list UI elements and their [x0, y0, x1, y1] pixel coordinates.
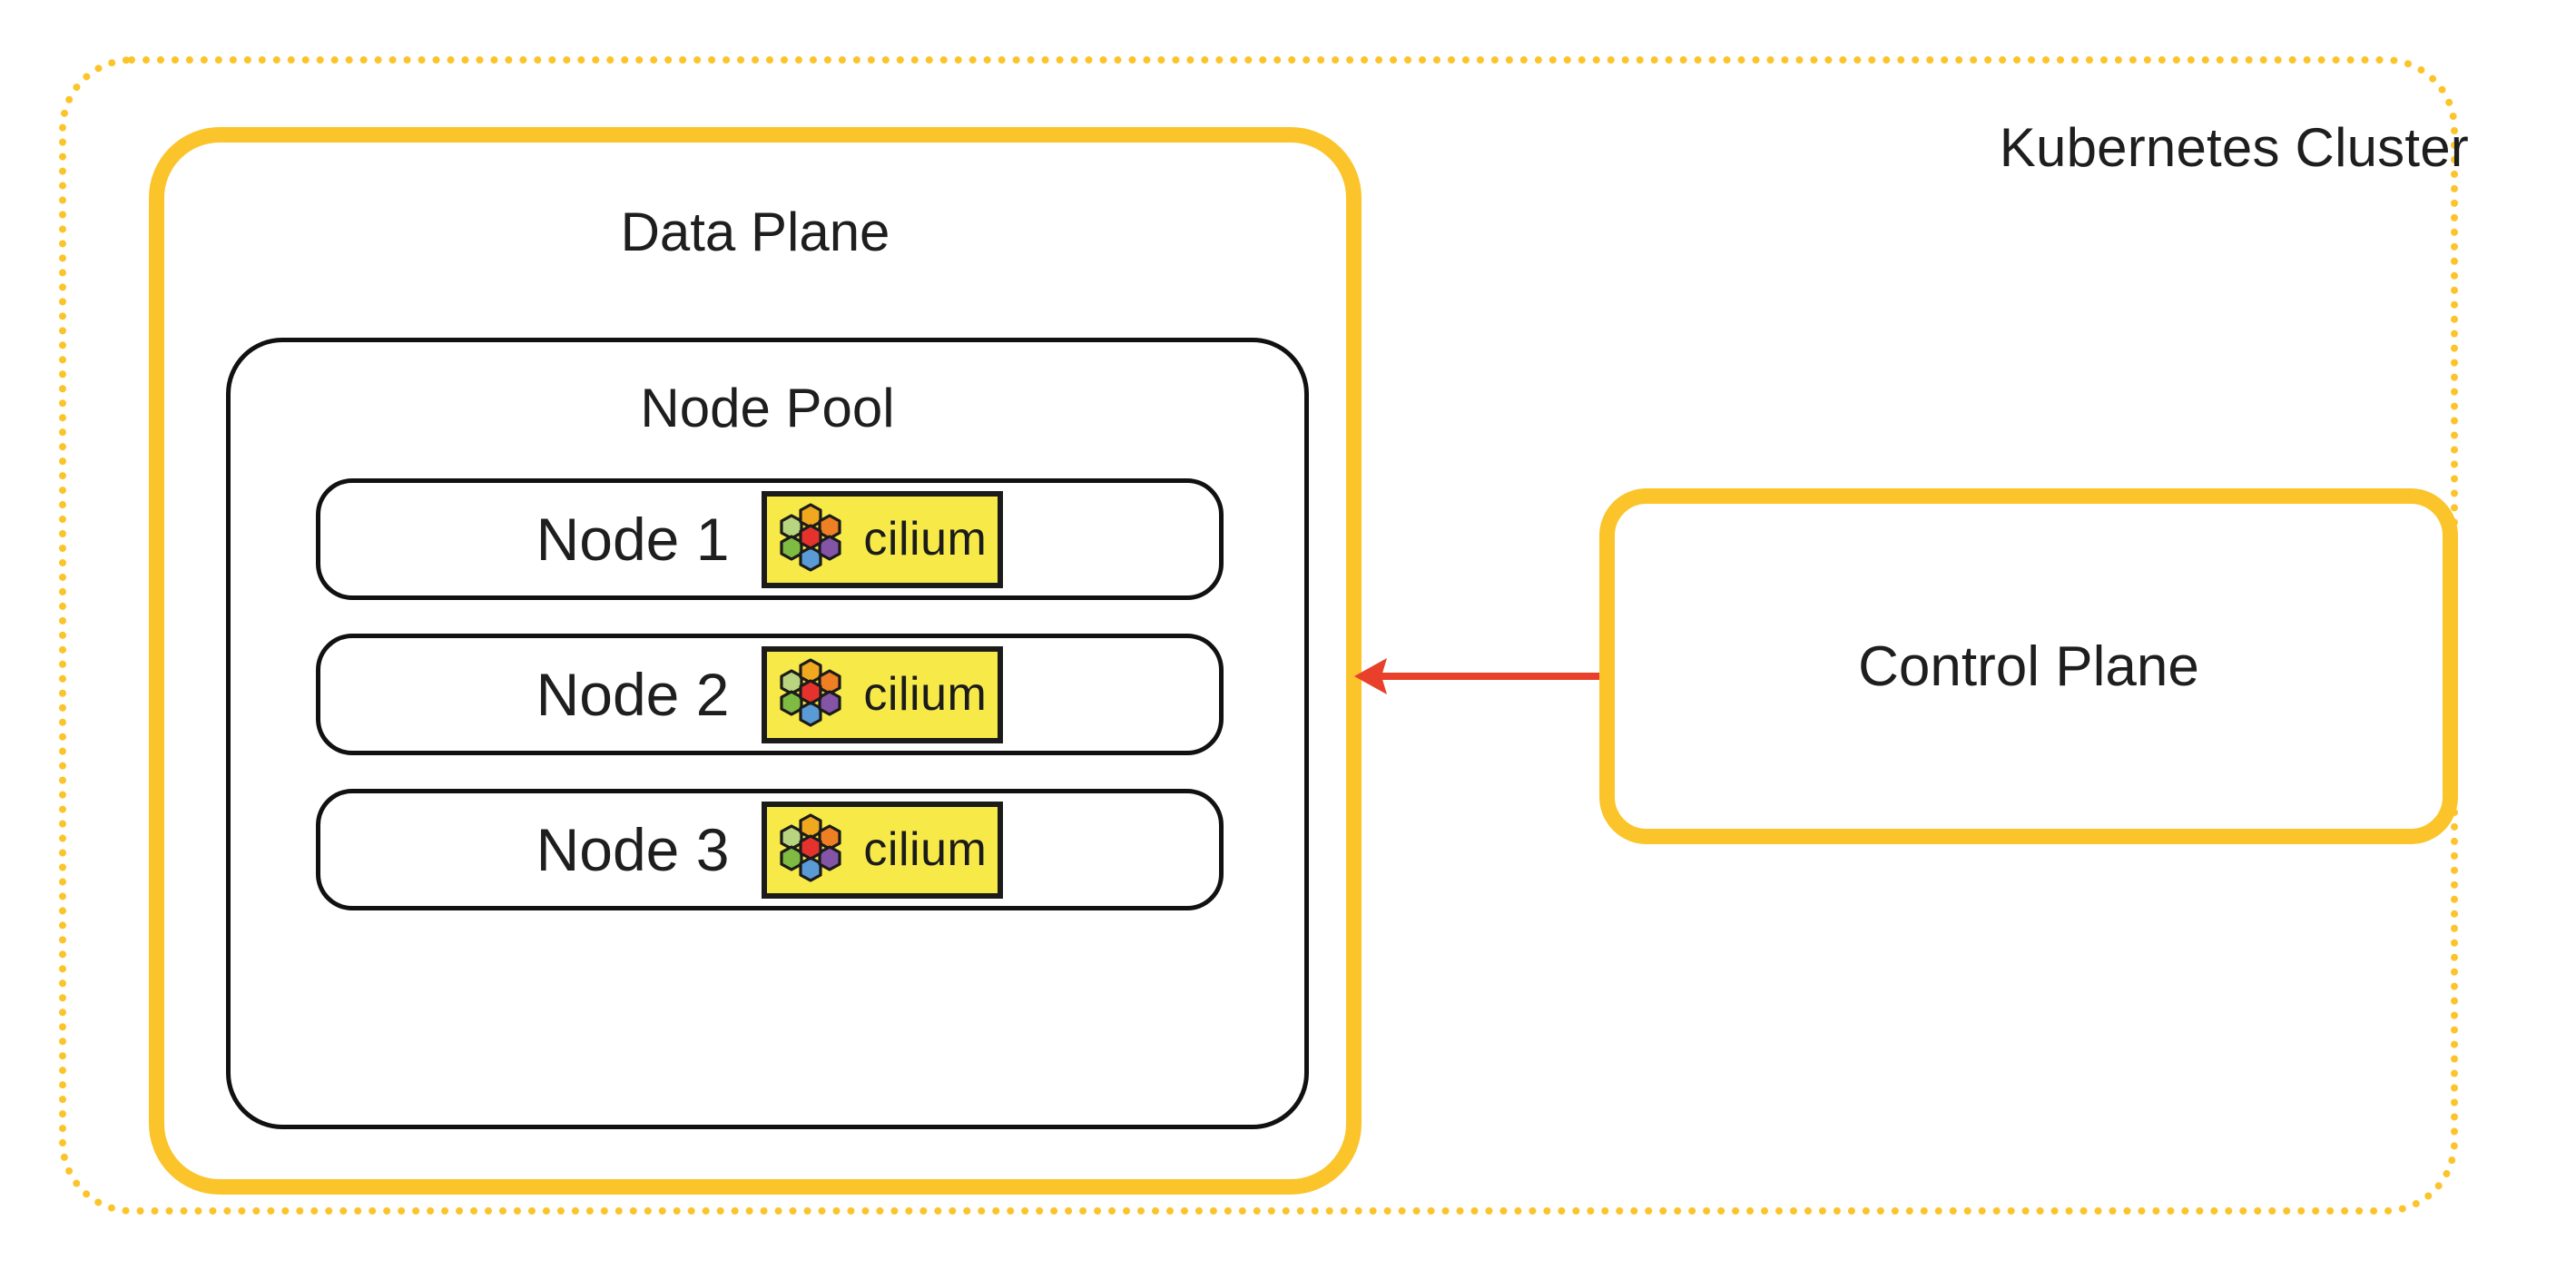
node-label: Node 2	[536, 661, 730, 728]
cilium-badge: cilium	[762, 645, 1004, 743]
node-row[interactable]: Node 3	[316, 789, 1224, 910]
cilium-wordmark: cilium	[863, 823, 988, 876]
cilium-badge: cilium	[762, 490, 1004, 588]
control-plane-box[interactable]: Control Plane	[1599, 488, 2458, 844]
node-list: Node 1	[316, 478, 1224, 910]
node-pool-label: Node Pool	[640, 378, 895, 438]
node-row[interactable]: Node 1	[316, 478, 1224, 600]
node-pool-box[interactable]: Node Pool Node 1	[226, 338, 1309, 1129]
data-plane-box[interactable]: Data Plane Node Pool Node 1	[149, 127, 1362, 1195]
node-row[interactable]: Node 2	[316, 634, 1224, 755]
control-plane-label: Control Plane	[1858, 635, 2199, 698]
control-to-data-plane-arrow	[1354, 658, 1607, 694]
kubernetes-cluster-label: Kubernetes Cluster	[1999, 117, 2469, 178]
cilium-hexagons-icon	[778, 653, 854, 737]
data-plane-label: Data Plane	[620, 202, 890, 262]
cilium-badge: cilium	[762, 801, 1004, 899]
node-label: Node 3	[536, 816, 730, 883]
cilium-hexagons-icon	[778, 808, 854, 892]
cilium-wordmark: cilium	[863, 513, 988, 566]
node-label: Node 1	[536, 506, 730, 573]
cilium-wordmark: cilium	[863, 668, 988, 721]
cilium-hexagons-icon	[778, 497, 854, 582]
